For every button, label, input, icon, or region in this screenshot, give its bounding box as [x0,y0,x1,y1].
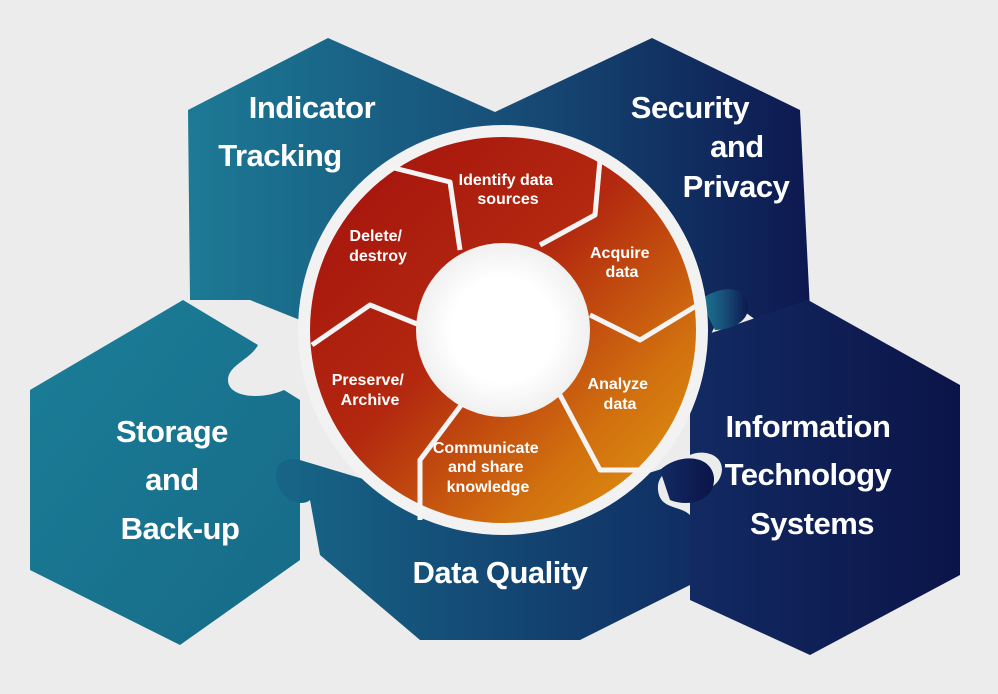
label-security-privacy: Security and Privacy [631,90,791,204]
left-hexagon-block [30,300,300,645]
puzzle-tab-lower-right [660,458,715,504]
step-preserve-archive: Preserve/ Archive [332,372,409,409]
label-data-quality: Data Quality [413,555,589,590]
label-information-technology: Information Technology Systems [725,409,900,541]
puzzle-tab-right [700,289,749,330]
label-indicator-tracking: Indicator Tracking [218,90,383,173]
cycle-center [416,243,590,417]
step-communicate-share-knowledge: Communicate and share knowledge [433,440,543,496]
step-delete-destroy: Delete/ destroy [349,228,407,265]
step-analyze-data: Analyze data [588,376,653,413]
cycle-dividers [310,159,698,520]
label-storage-backup: Storage and Back-up [116,414,239,546]
step-acquire-data: Acquire data [590,245,654,281]
right-hexagon-block [690,300,960,655]
step-identify-data-sources: Identify data sources [459,172,558,208]
